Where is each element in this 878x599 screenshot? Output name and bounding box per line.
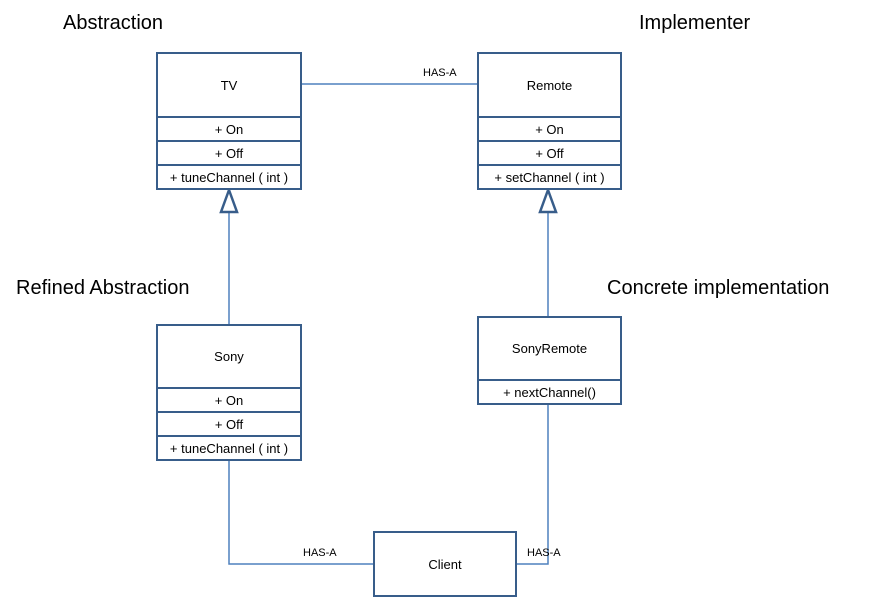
tv-remote-has-a-label: HAS-A — [423, 67, 457, 79]
client-sony-association — [228, 461, 373, 565]
client-class-name: Client — [428, 556, 462, 572]
remote-member-setchannel: + setChannel ( int ) — [479, 164, 620, 188]
implementer-heading: Implementer — [639, 12, 751, 34]
client-sony-has-a-label: HAS-A — [303, 547, 337, 559]
sony-class-box: Sony + On + Off + tuneChannel ( int ) — [156, 324, 302, 461]
remote-class-box: Remote + On + Off + setChannel ( int ) — [477, 52, 622, 190]
sony-member-tunechannel: + tuneChannel ( int ) — [158, 435, 300, 459]
abstraction-heading: Abstraction — [63, 12, 164, 34]
sony-member-on: + On — [158, 387, 300, 411]
tv-member-off: + Off — [158, 140, 300, 164]
sonyremote-member-nextchannel: + nextChannel() — [479, 379, 620, 403]
sony-member-off: + Off — [158, 411, 300, 435]
sonyremote-class-box: SonyRemote + nextChannel() — [477, 316, 622, 405]
sonyremote-class-name: SonyRemote — [511, 341, 588, 356]
concrete-implementation-heading: Concrete implementation — [607, 277, 830, 299]
tv-class-name: TV — [220, 77, 238, 93]
client-sonyremote-has-a-label: HAS-A — [527, 547, 561, 559]
remote-class-name: Remote — [526, 77, 573, 93]
remote-inheritance-arrowhead — [538, 186, 558, 214]
client-sonyremote-association — [517, 405, 549, 565]
client-class-box: Client — [373, 531, 517, 597]
refined-abstraction-heading: Refined Abstraction — [16, 277, 190, 299]
tv-inheritance-arrowhead — [219, 186, 239, 214]
remote-member-on: + On — [479, 116, 620, 140]
tv-member-tunechannel: + tuneChannel ( int ) — [158, 164, 300, 188]
remote-member-off: + Off — [479, 140, 620, 164]
tv-member-on: + On — [158, 116, 300, 140]
tv-class-box: TV + On + Off + tuneChannel ( int ) — [156, 52, 302, 190]
sony-class-name: Sony — [214, 349, 244, 364]
